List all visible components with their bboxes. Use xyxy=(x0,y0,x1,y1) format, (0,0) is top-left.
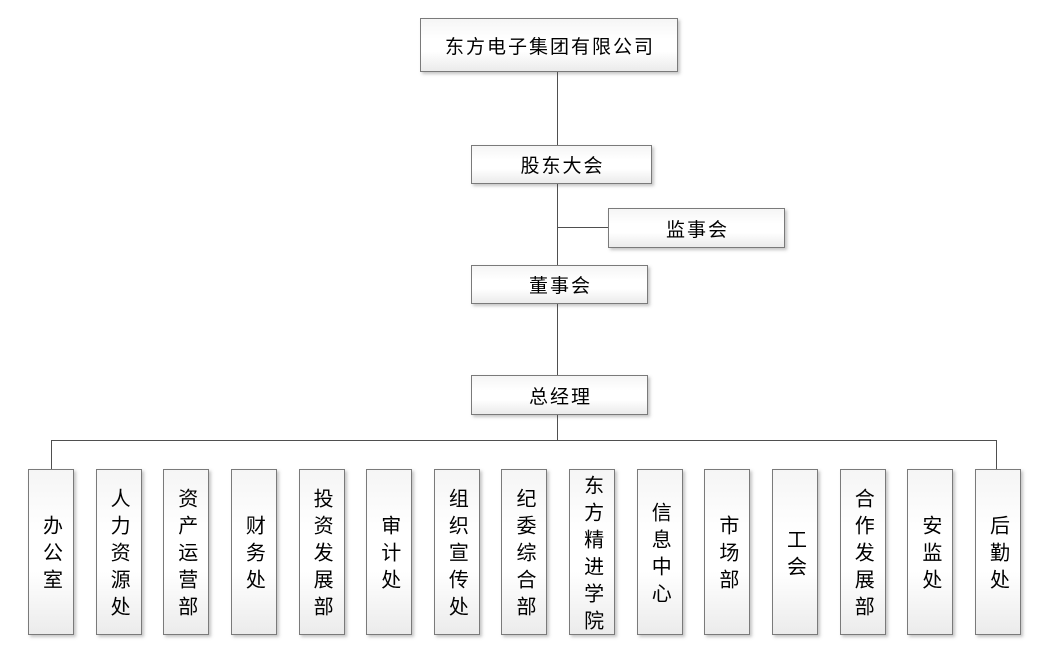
dept-box-7: 组织宣传处 xyxy=(433,469,480,635)
connector-drop-left xyxy=(51,441,52,469)
dept-box-9: 东方精进学院 xyxy=(569,469,616,637)
dept-label: 信息中心 xyxy=(648,501,671,610)
dept-box-13: 合作发展部 xyxy=(839,469,886,635)
dept-label: 合作发展部 xyxy=(851,488,874,623)
connector-department-spine xyxy=(51,440,997,441)
dept-box-6: 审计处 xyxy=(366,469,413,635)
dept-label: 财务处 xyxy=(242,515,265,596)
connector-gm-spine xyxy=(557,415,558,441)
dept-label: 纪委综合部 xyxy=(512,488,535,623)
node-company-label: 东方电子集团有限公司 xyxy=(444,36,655,58)
dept-box-3: 资产运营部 xyxy=(163,469,210,635)
dept-label: 工会 xyxy=(783,528,806,583)
node-supervisory-label: 监事会 xyxy=(665,219,729,241)
dept-box-12: 工会 xyxy=(772,469,819,635)
dept-box-10: 信息中心 xyxy=(636,469,683,635)
dept-box-11: 市场部 xyxy=(704,469,751,635)
dept-box-14: 安监处 xyxy=(907,469,954,635)
dept-label: 审计处 xyxy=(377,515,400,596)
department-row: 办公室 人力资源处 资产运营部 财务处 投资发展部 审计处 组织宣传处 纪委综合部 东方精进学院… xyxy=(28,469,1021,637)
dept-label: 资产运营部 xyxy=(174,488,197,623)
node-supervisory-board: 监事会 xyxy=(608,208,785,248)
dept-label: 安监处 xyxy=(918,515,941,596)
dept-box-8: 纪委综合部 xyxy=(501,469,548,635)
node-gm-label: 总经理 xyxy=(528,386,592,408)
dept-box-2: 人力资源处 xyxy=(95,469,142,635)
dept-label: 市场部 xyxy=(715,515,738,596)
dept-box-15: 后勤处 xyxy=(974,469,1021,635)
connector-shareholders-board xyxy=(557,184,558,265)
dept-box-4: 财务处 xyxy=(230,469,277,635)
node-board-label: 董事会 xyxy=(528,276,592,297)
node-shareholders-label: 股东大会 xyxy=(520,156,605,177)
dept-box-5: 投资发展部 xyxy=(298,469,345,635)
dept-label: 后勤处 xyxy=(986,515,1009,596)
node-general-manager: 总经理 xyxy=(471,375,648,415)
dept-label: 组织宣传处 xyxy=(445,488,468,623)
node-board-of-directors: 董事会 xyxy=(471,265,648,304)
connector-drop-right xyxy=(996,441,997,469)
node-company: 东方电子集团有限公司 xyxy=(420,18,678,72)
connector-company-shareholders xyxy=(557,72,558,145)
connector-branch-supervisory xyxy=(557,227,608,228)
dept-box-1: 办公室 xyxy=(28,469,74,635)
dept-label: 人力资源处 xyxy=(107,488,130,623)
dept-label: 办公室 xyxy=(39,515,62,596)
connector-board-gm xyxy=(557,304,558,375)
node-shareholders-meeting: 股东大会 xyxy=(471,145,652,184)
dept-label: 东方精进学院 xyxy=(580,474,603,637)
dept-label: 投资发展部 xyxy=(310,488,333,623)
